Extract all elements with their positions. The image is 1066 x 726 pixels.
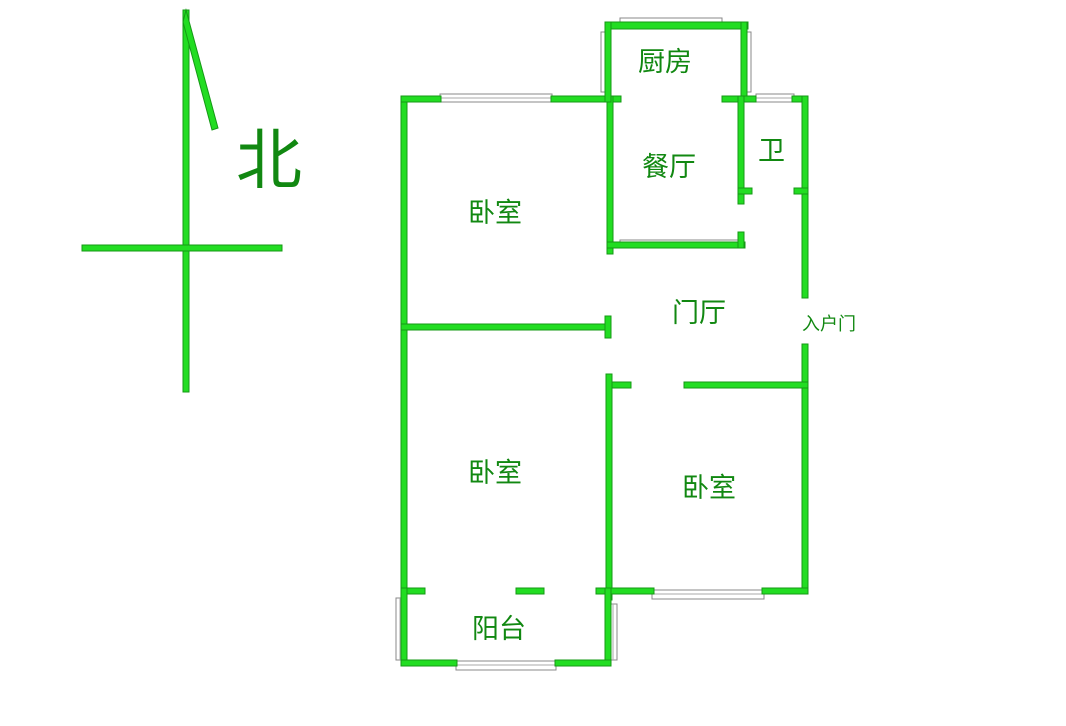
window-bedroom-nw: [439, 93, 553, 103]
label-bedroom-sw: 卧室: [468, 458, 522, 489]
compass-label: 北: [236, 122, 302, 199]
wall-south-mid: [515, 587, 545, 595]
wall-top-nw-right: [550, 95, 622, 103]
wall-balcony-east: [604, 587, 612, 667]
window-bathroom: [755, 93, 795, 103]
wall-bathroom-bottom-left: [737, 187, 753, 195]
wall-bedroom-nw-east: [606, 95, 614, 255]
wall-bedroom-se-north: [683, 381, 809, 389]
wall-west: [400, 95, 408, 595]
wall-balcony-west: [400, 587, 408, 667]
compass-horizontal-line: [81, 244, 283, 252]
wall-dining-bottom: [606, 241, 746, 249]
windows: [395, 17, 795, 671]
label-entrance: 入户门: [802, 314, 856, 335]
label-balcony: 阳台: [472, 614, 526, 645]
wall-divider-south: [605, 373, 613, 601]
wall-south-right: [761, 587, 809, 595]
compass-vertical-line: [182, 9, 190, 393]
wall-kitchen-top: [604, 21, 749, 30]
north-arrow-icon: [182, 8, 219, 131]
label-hall: 门厅: [672, 298, 726, 329]
walls: [400, 21, 809, 667]
window-balcony-bottom: [455, 660, 557, 671]
label-bedroom-se: 卧室: [682, 473, 736, 504]
wall-kitchen-east: [740, 21, 748, 103]
wall-middle-horizontal: [400, 323, 612, 331]
label-dining: 餐厅: [642, 152, 696, 183]
wall-kitchen-west: [604, 21, 612, 103]
wall-dining-stub: [737, 231, 745, 249]
window-bedroom-se: [651, 589, 765, 600]
wall-top-nw-left: [400, 95, 442, 103]
wall-middle-stub: [604, 315, 612, 339]
wall-bathroom-west: [737, 95, 745, 205]
wall-balcony-bottom-right: [554, 659, 612, 667]
room-labels: 厨房 餐厅 卫 卧室 门厅 入户门 卧室 卧室 阳台: [468, 47, 856, 645]
compass: 北: [81, 8, 302, 393]
label-bedroom-nw: 卧室: [468, 198, 522, 229]
label-kitchen: 厨房: [638, 47, 692, 78]
label-bathroom: 卫: [758, 136, 785, 167]
wall-east-upper: [801, 95, 809, 299]
wall-bathroom-bottom-right: [793, 187, 809, 195]
wall-south-center: [595, 587, 655, 595]
wall-balcony-bottom-left: [400, 659, 458, 667]
